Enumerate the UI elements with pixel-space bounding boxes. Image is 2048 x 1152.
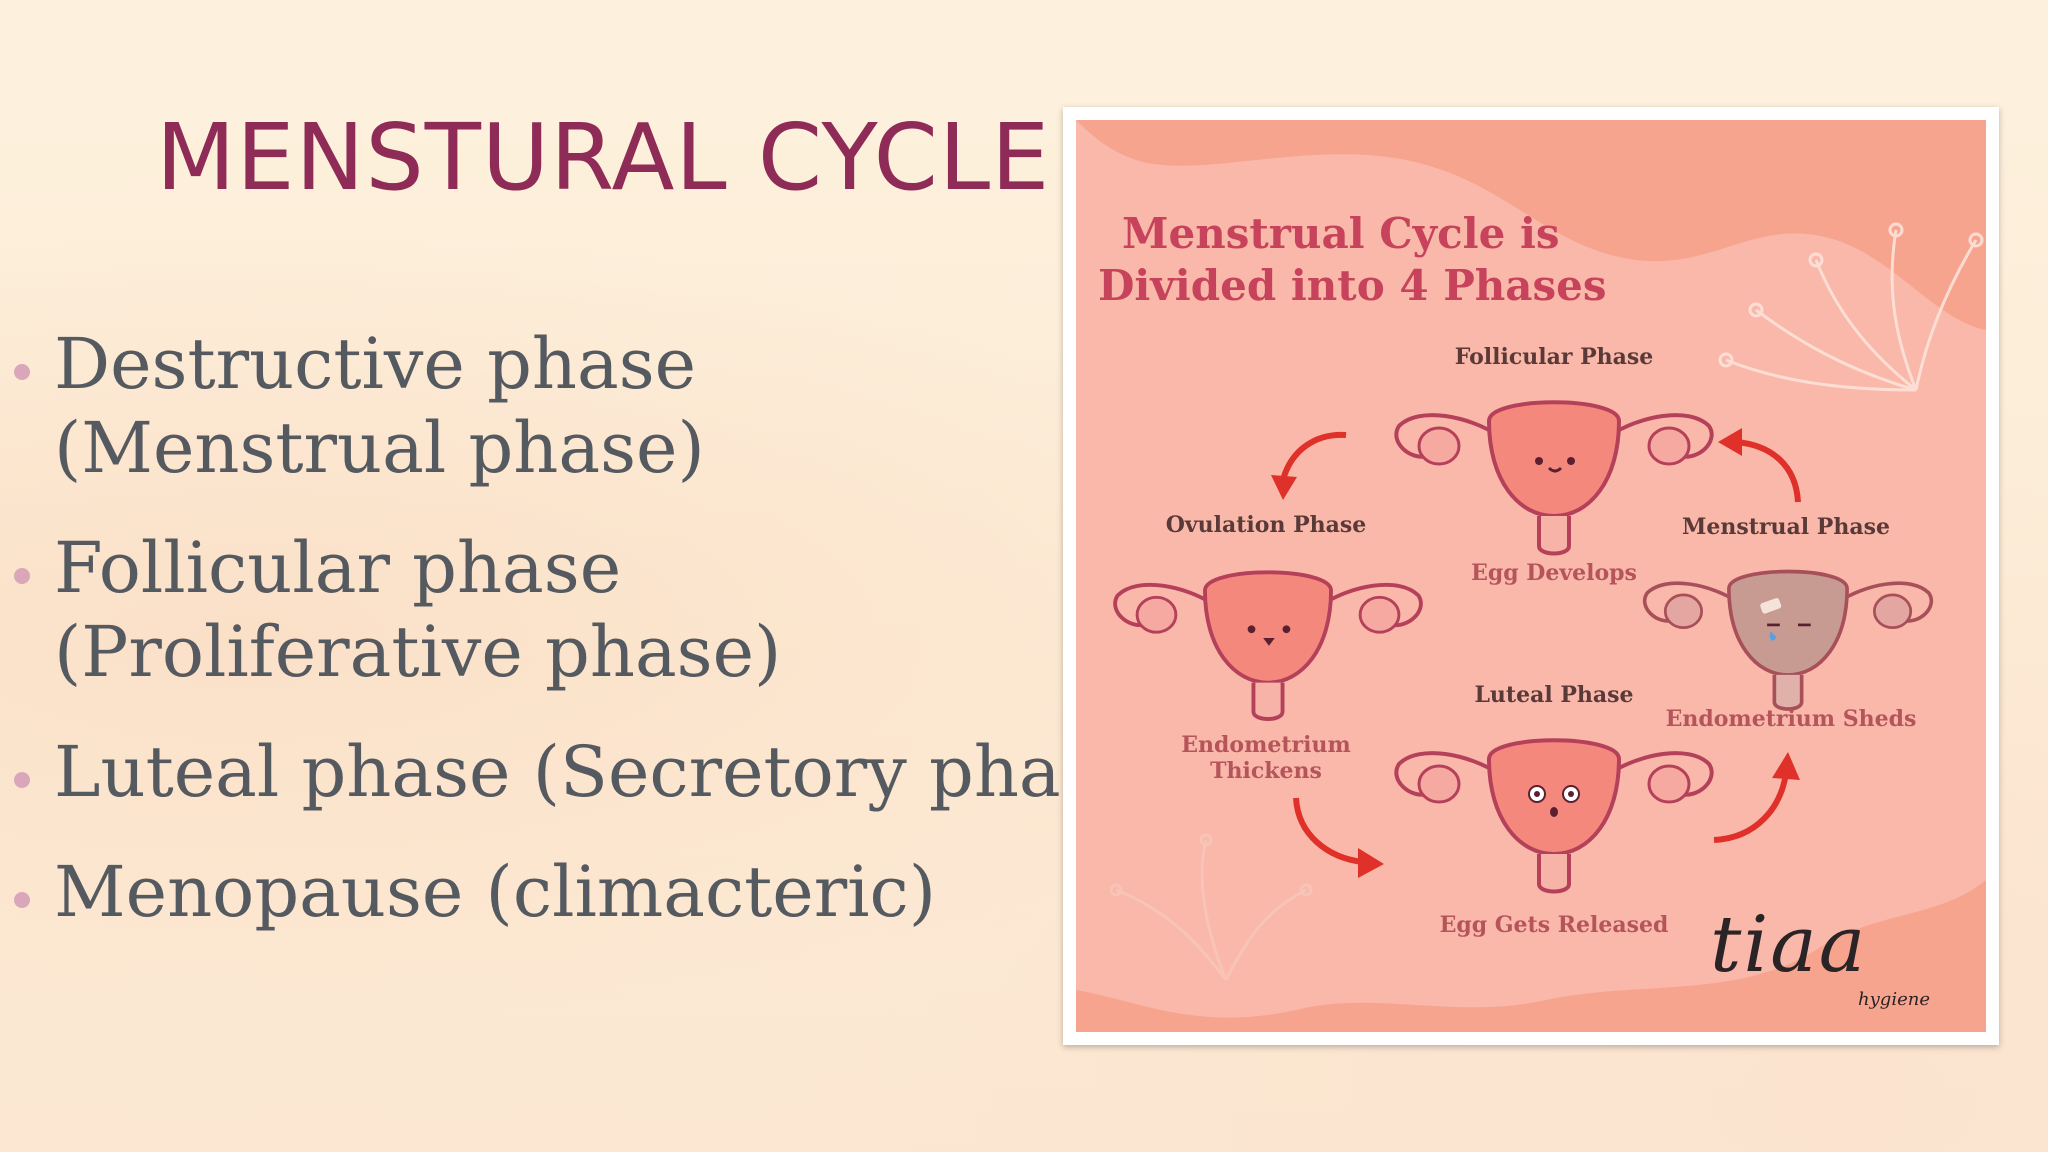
brand-logo: tiaa hygiene [1710,900,1960,1010]
uterus-blushing-icon [1113,570,1423,721]
bullet-dot-icon [14,772,30,788]
bullet-dot-icon [14,364,30,380]
brand-subtitle: hygiene [1858,989,1930,1010]
slide-title: MENSTURAL CYCLE [156,104,1051,211]
bullet-text: Menopause (climacteric) [54,851,937,933]
bullet-item: Menopause (climacteric) [14,850,1074,934]
arrow-luteal-to-menstrual-icon [1713,752,1800,843]
ovulation-phase-title: Ovulation Phase [1165,512,1367,538]
ovulation-caption-line-2: Thickens [1210,758,1322,784]
follicular-phase-caption: Egg Develops [1471,560,1637,586]
bullet-text: Destructive phase (Menstrual phase) [54,323,705,489]
arrow-menstrual-to-follicular-icon [1718,428,1801,503]
uterus-surprised-icon [1394,738,1714,894]
bullet-text: Follicular phase (Proliferative phase) [54,527,782,693]
bullet-item: Follicular phase (Proliferative phase) [14,526,1074,694]
follicular-phase-title: Follicular Phase [1454,344,1654,370]
uterus-happy-icon [1394,400,1714,556]
menstrual-phase-title: Menstrual Phase [1682,514,1890,540]
bullet-item: Destructive phase (Menstrual phase) [14,322,1074,490]
bullet-dot-icon [14,568,30,584]
luteal-phase-title: Luteal Phase [1474,682,1634,708]
arrow-follicular-to-ovulation-icon [1271,431,1347,500]
bullet-dot-icon [14,892,30,908]
dandelion-faded-icon [1109,833,1313,981]
bullet-text: Luteal phase (Secretory phase) [54,731,1166,813]
bullet-list: Destructive phase (Menstrual phase) Foll… [14,322,1165,970]
bullet-item: Luteal phase (Secretory phase) [14,730,1165,814]
arrow-ovulation-to-luteal-icon [1293,797,1384,878]
infographic-heading: Menstrual Cycle is Divided into 4 Phases [1098,208,1618,312]
menstrual-phase-caption: Endometrium Sheds [1665,706,1917,732]
ovulation-phase-caption: Endometrium Thickens [1146,732,1386,784]
menstrual-cycle-infographic: Menstrual Cycle is Divided into 4 Phases… [1063,107,1999,1045]
infographic-background [1076,120,1986,1032]
heading-line-1: Menstrual Cycle is [1122,209,1560,258]
dandelion-icon [1718,222,1984,392]
heading-line-2: Divided into 4 Phases [1098,261,1607,310]
ovulation-caption-line-1: Endometrium [1181,732,1351,758]
brand-name: tiaa [1710,900,1868,990]
uterus-crying-icon [1643,569,1933,711]
infographic-panel: Menstrual Cycle is Divided into 4 Phases… [1076,120,1986,1032]
luteal-phase-caption: Egg Gets Released [1439,912,1669,938]
